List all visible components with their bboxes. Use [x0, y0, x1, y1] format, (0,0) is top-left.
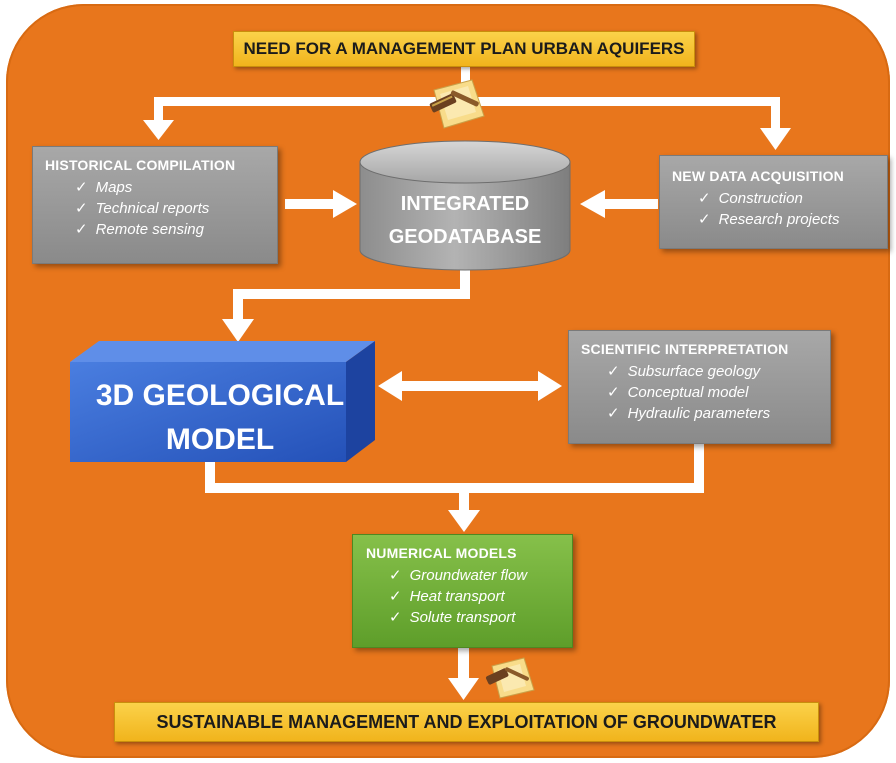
- historical-title: HISTORICAL COMPILATION: [45, 157, 236, 173]
- list-item: ✓Remote sensing: [75, 221, 204, 238]
- check-icon: ✓: [698, 190, 711, 207]
- arrow-model-scientific: [378, 371, 562, 401]
- geodatabase-label: INTEGRATED GEODATABASE: [388, 193, 542, 248]
- list-item: ✓Heat transport: [389, 588, 505, 605]
- gavel-document-icon: [429, 79, 485, 129]
- check-icon: ✓: [607, 384, 620, 401]
- geodatabase-cylinder: [359, 140, 571, 271]
- check-icon: ✓: [75, 221, 88, 238]
- numerical-list: ✓Groundwater flow ✓Heat transport ✓Solut…: [389, 565, 527, 628]
- scientific-title: SCIENTIFIC INTERPRETATION: [581, 341, 789, 357]
- list-item: ✓Hydraulic parameters: [607, 405, 771, 422]
- check-icon: ✓: [698, 211, 711, 228]
- list-item: ✓Maps: [75, 179, 133, 196]
- check-icon: ✓: [389, 609, 402, 626]
- arrow-db-to-model: [222, 266, 470, 342]
- top-banner: NEED FOR A MANAGEMENT PLAN URBAN AQUIFER…: [233, 31, 695, 67]
- list-item: ✓Solute transport: [389, 609, 516, 626]
- 3d-model-label: 3D GEOLOGICAL MODEL: [95, 379, 345, 456]
- numerical-title: NUMERICAL MODELS: [366, 545, 517, 561]
- new-data-acquisition-box: NEW DATA ACQUISITION ✓Construction ✓Rese…: [659, 155, 888, 249]
- historical-list: ✓Maps ✓Technical reports ✓Remote sensing: [75, 177, 209, 240]
- list-item: ✓Conceptual model: [607, 384, 749, 401]
- check-icon: ✓: [389, 588, 402, 605]
- check-icon: ✓: [389, 567, 402, 584]
- list-item: ✓Groundwater flow: [389, 567, 528, 584]
- check-icon: ✓: [607, 363, 620, 380]
- list-item: ✓Research projects: [698, 211, 840, 228]
- check-icon: ✓: [607, 405, 620, 422]
- arrow-historical-to-db: [285, 190, 357, 218]
- new-data-list: ✓Construction ✓Research projects: [698, 188, 839, 230]
- scientific-interpretation-box: SCIENTIFIC INTERPRETATION ✓Subsurface ge…: [568, 330, 831, 444]
- gavel-document-icon: [485, 657, 535, 699]
- check-icon: ✓: [75, 200, 88, 217]
- new-data-title: NEW DATA ACQUISITION: [672, 168, 844, 184]
- scientific-list: ✓Subsurface geology ✓Conceptual model ✓H…: [607, 361, 770, 424]
- arrow-merge-to-numerical: [205, 444, 704, 532]
- numerical-models-box: NUMERICAL MODELS ✓Groundwater flow ✓Heat…: [352, 534, 573, 648]
- list-item: ✓Construction: [698, 190, 803, 207]
- check-icon: ✓: [75, 179, 88, 196]
- 3d-model-block: [70, 341, 375, 462]
- list-item: ✓Subsurface geology: [607, 363, 761, 380]
- list-item: ✓Technical reports: [75, 200, 210, 217]
- arrow-newdata-to-db: [580, 190, 658, 218]
- historical-compilation-box: HISTORICAL COMPILATION ✓Maps ✓Technical …: [32, 146, 278, 264]
- bottom-banner: SUSTAINABLE MANAGEMENT AND EXPLOITATION …: [114, 702, 819, 742]
- arrow-numerical-to-bottom: [448, 648, 479, 700]
